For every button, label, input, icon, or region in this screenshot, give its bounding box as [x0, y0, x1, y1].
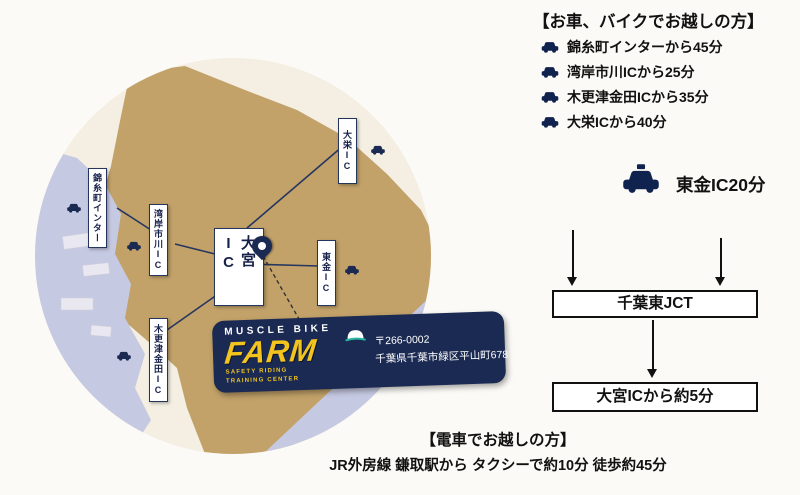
car-icon — [541, 42, 559, 53]
flow-arrow-left — [567, 230, 577, 286]
access-item-label: 湾岸市川ICから25分 — [567, 63, 695, 80]
address: 千葉県千葉市緑区平山町678 — [375, 348, 509, 366]
brand-farm: FARM — [223, 332, 319, 371]
car-icon — [344, 262, 360, 280]
flow-arrow-center — [647, 320, 657, 378]
car-icon — [370, 142, 386, 160]
ic-label-wangan-ichikawa: 湾岸市川IC — [149, 204, 168, 276]
brand-block: MUSCLE BIKE FARM SAFETY RIDING TRAINING … — [223, 322, 367, 387]
final-box: 大宮ICから約5分 — [552, 382, 758, 412]
access-item-label: 錦糸町インターから45分 — [567, 38, 723, 55]
ic-label-taiei: 大栄IC — [338, 118, 357, 184]
taxi-route-label: 東金IC20分 — [676, 175, 766, 195]
access-item-label: 木更津金田ICから35分 — [567, 88, 709, 105]
car-access-title: 【お車、バイクでお越しの方】 — [533, 13, 764, 31]
ic-label-togane: 東金IC — [317, 240, 336, 306]
car-access-list: 錦糸町インターから45分 湾岸市川ICから25分 木更津金田ICから35分 大栄… — [540, 34, 723, 134]
helmet-icon — [344, 328, 367, 348]
car-icon — [66, 200, 82, 218]
address-block: 〒266-0002 千葉県千葉市緑区平山町678 — [374, 329, 508, 369]
car-icon — [541, 117, 559, 128]
taxi-icon — [620, 163, 662, 198]
car-icon — [116, 348, 132, 366]
ic-label-kisarazu-kaneda: 木更津金田IC — [149, 318, 168, 402]
access-item: 木更津金田ICから35分 — [540, 84, 723, 109]
train-access-line: JR外房線 鎌取駅から タクシーで約10分 徒歩約45分 — [329, 458, 667, 474]
access-item: 大栄ICから40分 — [540, 109, 723, 134]
flow-arrow-right — [715, 238, 725, 286]
car-icon — [541, 67, 559, 78]
logo-banner: MUSCLE BIKE FARM SAFETY RIDING TRAINING … — [211, 310, 508, 394]
train-access-title: 【電車でお越しの方】 — [420, 432, 576, 449]
car-icon — [126, 238, 142, 256]
access-item-label: 大栄ICから40分 — [567, 113, 667, 130]
ic-label-kinshicho: 錦糸町インター — [88, 168, 107, 248]
jct-box: 千葉東JCT — [552, 290, 758, 318]
access-item: 湾岸市川ICから25分 — [540, 59, 723, 84]
car-icon — [541, 92, 559, 103]
access-item: 錦糸町インターから45分 — [540, 34, 723, 59]
